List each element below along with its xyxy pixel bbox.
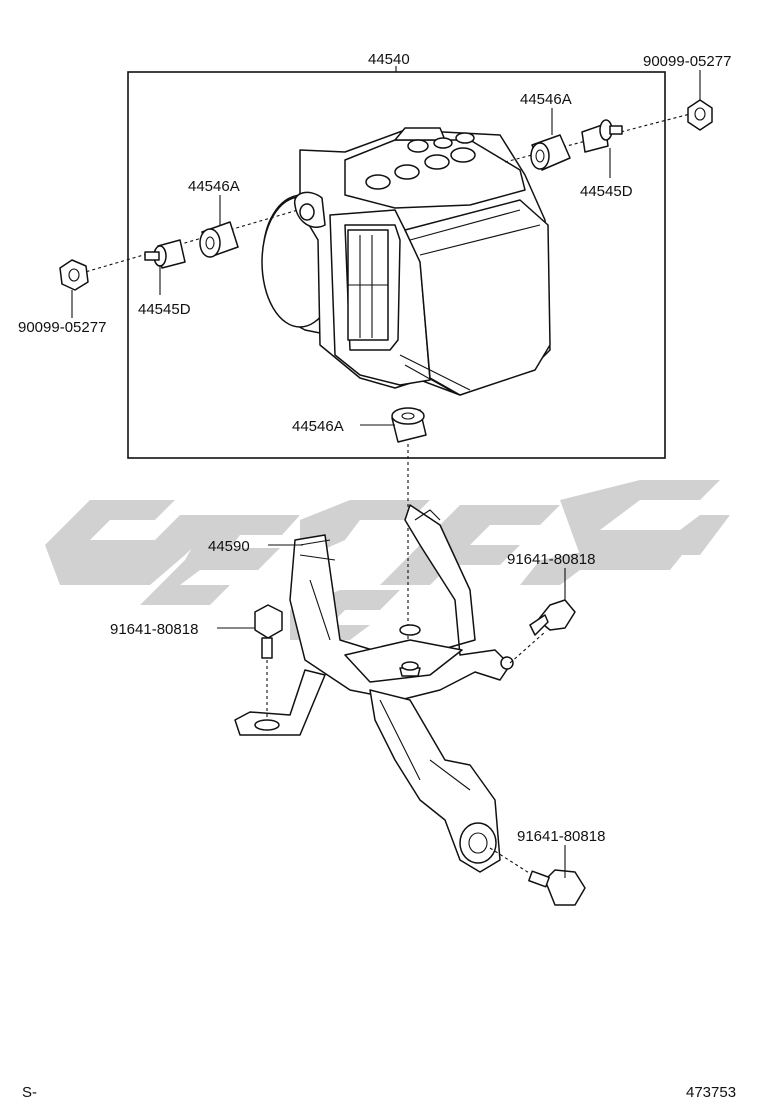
leader-lines <box>71 70 701 878</box>
label-assembly: 44540 <box>368 51 410 68</box>
bracket-bolts <box>254 599 586 906</box>
grommet-icon <box>199 228 221 258</box>
label-grommet-bottom: 44546A <box>292 418 344 435</box>
label-collar-left: 44545D <box>138 301 191 318</box>
bolt-icon <box>254 604 283 639</box>
label-bolt-bottom: 91641-80818 <box>517 828 605 845</box>
label-bolt-top-right: 90099-05277 <box>643 53 731 70</box>
bottom-grommet <box>391 407 427 650</box>
label-bolt-left: 90099-05277 <box>18 319 106 336</box>
label-grommet-top-right: 44546A <box>520 91 572 108</box>
footer-left-code: S- <box>22 1084 37 1101</box>
grommet-icon <box>530 142 550 170</box>
bracket <box>234 504 514 873</box>
bolt-icon <box>59 259 89 291</box>
left-mount-hardware <box>59 209 299 291</box>
bolt-icon <box>687 99 713 131</box>
label-collar-top-right: 44545D <box>580 183 633 200</box>
bolt-icon <box>544 869 586 906</box>
label-grommet-left: 44546A <box>188 178 240 195</box>
label-bolt-left-bracket: 91641-80818 <box>110 621 198 638</box>
label-bolt-right: 91641-80818 <box>507 551 595 568</box>
abs-actuator <box>261 127 551 396</box>
watermark-logo <box>45 480 730 640</box>
right-mount-hardware <box>504 99 713 171</box>
label-bracket: 44590 <box>208 538 250 555</box>
footer-right-code: 473753 <box>686 1084 736 1101</box>
